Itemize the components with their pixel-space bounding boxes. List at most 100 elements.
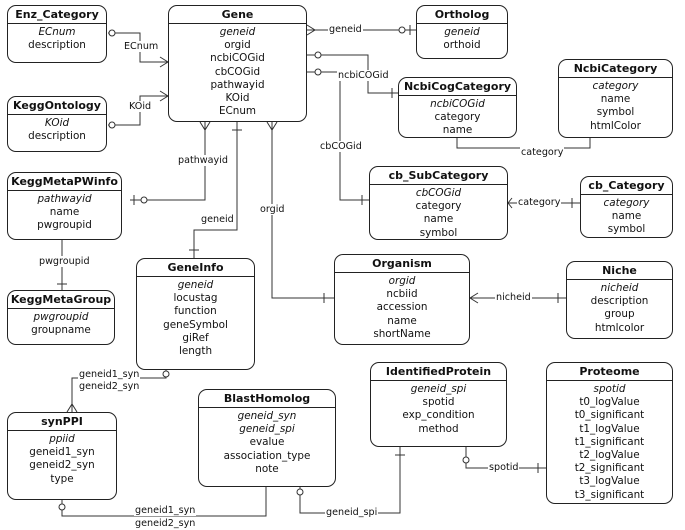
entity-niche: Niche nicheid description group htmlcolo… <box>566 261 673 339</box>
entity-field: name <box>387 314 417 327</box>
rel-nicheid: nicheid <box>495 292 532 303</box>
entity-title: Niche <box>567 262 672 280</box>
rel-ncbicogid: ncbiCOGid <box>337 70 390 81</box>
rel-koid: KOid <box>128 101 153 112</box>
marker <box>314 51 322 59</box>
rel-pwgroupid: pwgroupid <box>38 256 91 267</box>
entity-field: pwgroupid <box>37 219 92 232</box>
entity-key: cbCOGid <box>415 187 462 199</box>
entity-field: orgid <box>224 39 251 52</box>
entity-field: t1_significant <box>574 435 645 448</box>
rel-geneid2-syn-bottom: geneid2_syn <box>134 518 197 529</box>
entity-field: ncbiCOGid <box>210 52 265 65</box>
entity-field: association_type <box>223 449 311 462</box>
entity-field: exp_condition <box>402 409 475 422</box>
entity-field: accession <box>376 301 428 314</box>
entity-field: t1_logValue <box>579 422 640 435</box>
entity-field: pathwayid <box>210 78 265 91</box>
cbcogid-line <box>307 71 369 201</box>
entity-title: Organism <box>335 255 469 273</box>
entity-field: t3_significant <box>574 488 645 501</box>
rel-cbcogid: cbCOGid <box>319 141 363 152</box>
entity-field: name <box>600 93 631 106</box>
entity-field: name <box>423 213 454 226</box>
entity-title: Ortholog <box>417 6 507 24</box>
entity-field: htmlcolor <box>594 321 645 334</box>
entity-field: orthoid <box>443 39 481 52</box>
entity-field: ncbiid <box>386 288 418 301</box>
entity-title: Enz_Category <box>8 6 106 24</box>
entity-title: Proteome <box>547 363 672 381</box>
rel-geneid-spi: geneid_spi <box>325 507 379 518</box>
entity-field: category <box>434 111 481 124</box>
entity-field: t0_logValue <box>579 396 640 409</box>
entity-title: cb_Category <box>581 177 672 195</box>
rel-geneid-info: geneid <box>200 214 235 225</box>
entity-field: group <box>604 308 635 321</box>
entity-key: category <box>592 80 639 92</box>
rel-geneid1-syn-top: geneid1_syn <box>78 369 141 380</box>
entity-enz-category: Enz_Category ECnum description <box>7 5 107 63</box>
entity-field: method <box>418 422 459 435</box>
entity-field: shortName <box>373 327 431 340</box>
entity-field: geneSymbol <box>163 318 228 331</box>
entity-field: symbol <box>419 226 458 239</box>
entity-key: ncbiCOGid <box>430 98 485 110</box>
rel-geneid2-syn-top: geneid2_syn <box>78 381 141 392</box>
marker <box>507 197 513 209</box>
marker <box>296 488 304 496</box>
marker <box>199 121 211 131</box>
entity-field: t3_logValue <box>579 475 640 488</box>
entity-key: nicheid <box>600 282 639 294</box>
marker <box>314 68 322 76</box>
rel-category-ncbi: category <box>520 147 565 158</box>
marker <box>108 121 116 129</box>
entity-field: function <box>174 305 217 318</box>
entity-title: synPPI <box>8 413 116 431</box>
entity-key: geneid <box>444 26 480 38</box>
marker <box>306 24 316 36</box>
marker <box>462 456 470 464</box>
entity-field: giRef <box>182 331 209 344</box>
entity-field: geneid2_syn <box>29 459 95 472</box>
entity-title: Gene <box>169 6 306 24</box>
entity-field: t2_significant <box>574 462 645 475</box>
entity-key: geneid_syn <box>237 410 297 422</box>
entity-blast-homolog: BlastHomolog geneid_syn geneid_spi evalu… <box>198 389 336 487</box>
rel-category-cb: category <box>517 197 562 208</box>
entity-key: KOid <box>44 117 70 129</box>
marker <box>162 370 170 378</box>
entity-title: GeneInfo <box>137 259 254 277</box>
entity-field: symbol <box>596 106 635 119</box>
entity-kegg-ontology: KeggOntology KOid description <box>7 96 107 152</box>
entity-key: pathwayid <box>37 193 92 205</box>
entity-proteome: Proteome spotid t0_logValue t0_significa… <box>546 362 673 504</box>
rel-geneid1-syn-bottom: geneid1_syn <box>134 505 197 516</box>
entity-ortholog: Ortholog geneid orthoid <box>416 5 508 59</box>
rel-ecnum: ECnum <box>123 41 160 52</box>
marker <box>398 26 406 34</box>
entity-field: note <box>255 462 279 475</box>
entity-field: KOid <box>225 92 250 105</box>
entity-key: geneid_spi <box>410 383 467 395</box>
entity-gene: Gene geneid orgid ncbiCOGid cbCOGid path… <box>168 5 307 122</box>
geneid-info-line <box>193 122 238 258</box>
entity-field: spotid <box>422 396 455 409</box>
entity-field: description <box>28 39 86 52</box>
entity-field: type <box>50 472 74 485</box>
entity-field: name <box>611 210 642 223</box>
entity-gene-info: GeneInfo geneid locustag function geneSy… <box>136 258 255 370</box>
entity-field: t2_logValue <box>579 449 640 462</box>
entity-title: BlastHomolog <box>199 390 335 408</box>
entity-key: geneid <box>177 279 214 291</box>
marker <box>469 292 479 304</box>
marker <box>140 196 148 204</box>
entity-title: KeggMetaPWinfo <box>8 173 121 191</box>
marker <box>66 403 78 413</box>
entity-field: name <box>49 206 80 219</box>
entity-cb-category: cb_Category category name symbol <box>580 176 673 238</box>
entity-key: geneid_spi <box>239 423 295 436</box>
entity-field: symbol <box>607 223 646 236</box>
entity-title: KeggMetaGroup <box>8 291 114 309</box>
entity-field: groupname <box>31 324 91 337</box>
